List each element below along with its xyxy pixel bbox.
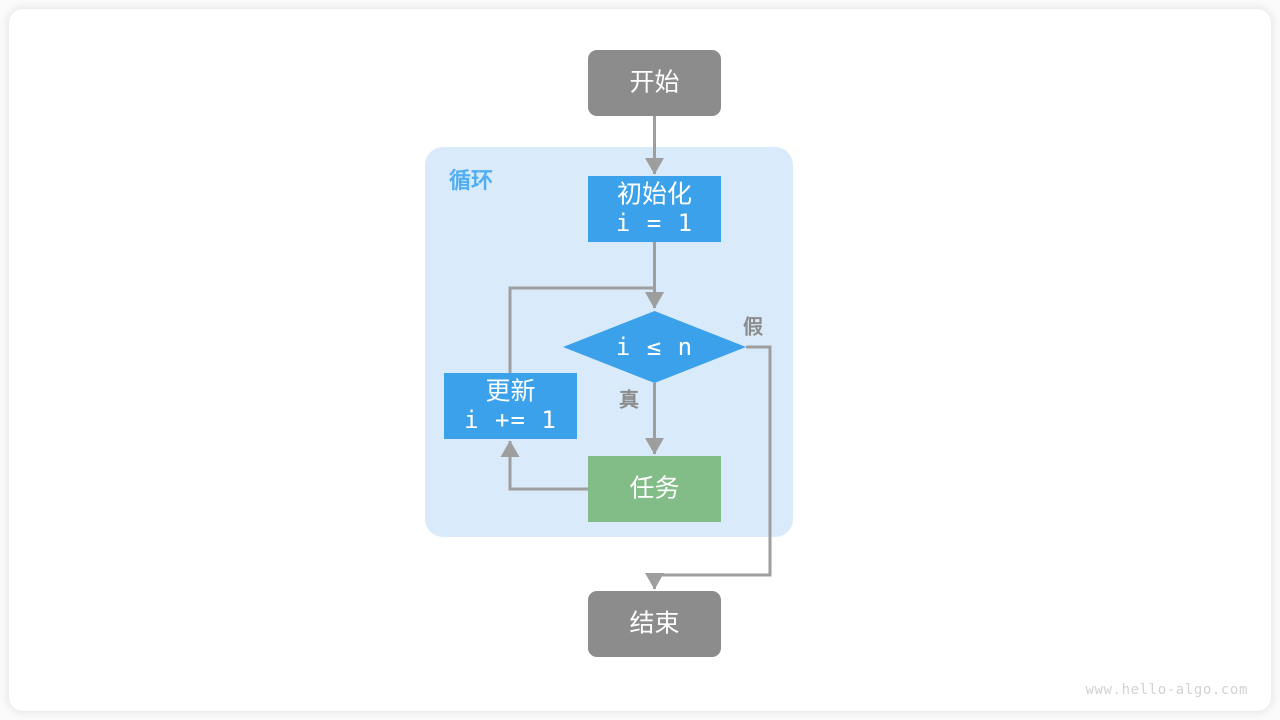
node-init-shape: [588, 176, 721, 242]
node-task-label: 任务: [629, 475, 679, 503]
edge-task-to-update: [500, 440, 588, 491]
node-update-shape: [444, 373, 577, 439]
node-condition[interactable]: i ≤ n: [563, 311, 746, 383]
node-task-shape: [588, 456, 721, 522]
edge-update-to-cond: [508, 286, 665, 373]
node-end-label: 结束: [629, 610, 679, 638]
watermark-text: www.hello-algo.com: [1085, 682, 1248, 698]
node-update-sublabel: i += 1: [464, 406, 557, 434]
node-update[interactable]: 更新 i += 1: [444, 373, 577, 439]
node-start-shape: [588, 50, 721, 116]
node-end[interactable]: 结束: [588, 591, 721, 657]
node-start[interactable]: 开始: [588, 50, 721, 116]
loop-container-label: 循环: [449, 168, 493, 193]
node-update-label: 更新: [485, 378, 535, 406]
edge-cond-to-end: [644, 345, 772, 590]
node-condition-label: i ≤ n: [616, 333, 693, 361]
node-condition-shape: [563, 311, 746, 383]
node-task[interactable]: 任务: [588, 456, 721, 522]
node-start-label: 开始: [629, 69, 679, 97]
branch-label-true: 真: [619, 387, 639, 411]
node-end-shape: [588, 591, 721, 657]
node-init-sublabel: i = 1: [616, 209, 693, 237]
branch-label-false: 假: [743, 314, 764, 338]
node-init[interactable]: 初始化 i = 1: [588, 176, 721, 242]
node-init-label: 初始化: [617, 181, 692, 209]
